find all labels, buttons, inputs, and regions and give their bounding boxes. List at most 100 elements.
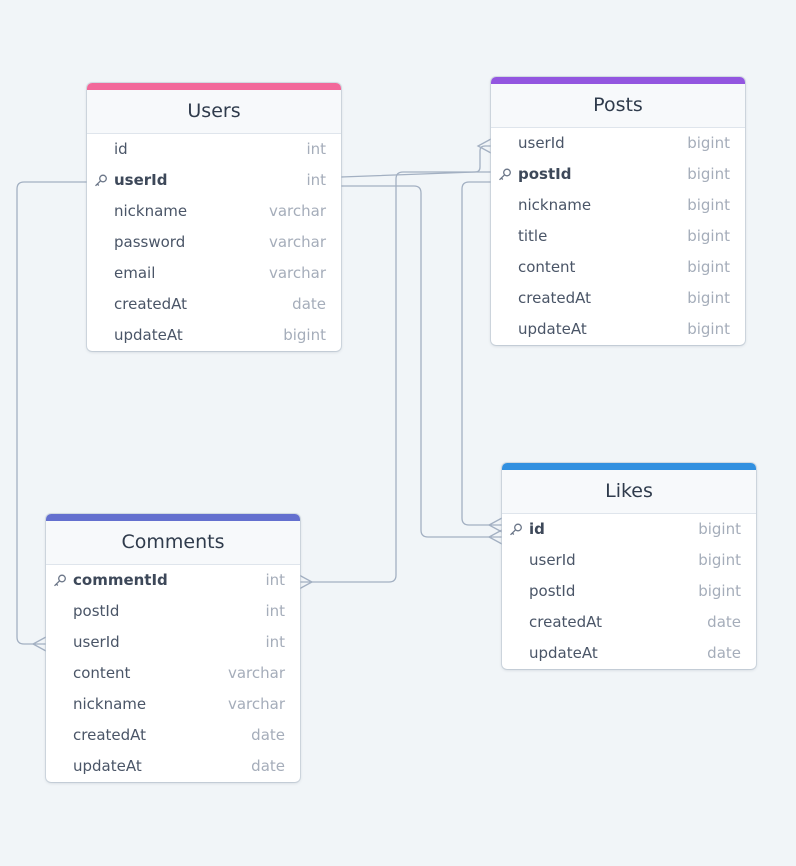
users-field-row[interactable]: id int [87,134,341,165]
field-name: updateAt [529,644,598,662]
field-type: varchar [268,233,326,251]
field-type: bigint [698,582,741,600]
field-type: bigint [687,320,730,338]
likes-field-row[interactable]: id bigint [502,514,756,545]
field-type: date [251,726,285,744]
field-name: createdAt [518,289,592,307]
field-type: date [292,295,326,313]
link-users-likes[interactable] [341,185,502,538]
field-type: varchar [227,695,285,713]
users-table-title[interactable]: Users [87,90,341,134]
field-name: userId [529,551,576,569]
key-icon [499,168,511,181]
likes-field-row[interactable]: updateAt date [502,638,756,669]
comments-field-row[interactable]: postId int [46,596,300,627]
comments-table-accent [46,514,300,521]
users-field-row[interactable]: userId int [87,165,341,196]
posts-table-accent [491,77,745,84]
comments-field-row[interactable]: userId int [46,627,300,658]
likes-field-row[interactable]: createdAt date [502,607,756,638]
field-name: createdAt [114,295,188,313]
field-name: nickname [73,695,147,713]
field-name: userId [73,633,120,651]
link-users-comments[interactable] [16,181,87,645]
field-name: content [518,258,576,276]
field-name: postId [73,602,120,620]
likes-table-accent [502,463,756,470]
field-name: createdAt [529,613,603,631]
crow-foot-icon [487,517,503,533]
posts-field-row[interactable]: nickname bigint [491,190,745,221]
field-type: int [265,602,285,620]
field-type: int [265,633,285,651]
users-table-accent [87,83,341,90]
field-type: bigint [687,289,730,307]
likes-field-row[interactable]: userId bigint [502,545,756,576]
link-posts-likes[interactable] [461,181,502,526]
field-type: bigint [687,196,730,214]
posts-field-row[interactable]: title bigint [491,221,745,252]
comments-field-row[interactable]: updateAt date [46,751,300,782]
field-name: title [518,227,548,245]
comments-table[interactable]: Comments commentId int postId int userId… [46,514,300,782]
crow-foot-icon [31,636,47,652]
users-field-row[interactable]: createdAt date [87,289,341,320]
field-name: nickname [114,202,188,220]
comments-field-row[interactable]: content varchar [46,658,300,689]
field-name: content [73,664,131,682]
field-type: bigint [283,326,326,344]
field-name: commentId [73,571,168,589]
users-field-row[interactable]: password varchar [87,227,341,258]
likes-table-title[interactable]: Likes [502,470,756,514]
users-field-row[interactable]: nickname varchar [87,196,341,227]
field-type: date [707,613,741,631]
field-name: password [114,233,186,251]
posts-field-row[interactable]: userId bigint [491,128,745,159]
field-type: bigint [698,520,741,538]
field-name: id [114,140,128,158]
key-icon [54,574,66,587]
posts-field-row[interactable]: content bigint [491,252,745,283]
field-name: updateAt [114,326,183,344]
field-name: userId [518,134,565,152]
comments-field-row[interactable]: commentId int [46,565,300,596]
comments-table-title[interactable]: Comments [46,521,300,565]
likes-field-row[interactable]: postId bigint [502,576,756,607]
field-name: nickname [518,196,592,214]
field-name: email [114,264,156,282]
key-icon [95,174,107,187]
posts-table[interactable]: Posts userId bigint postId bigint nickna… [491,77,745,345]
field-type: int [265,571,285,589]
field-type: date [707,644,741,662]
likes-table[interactable]: Likes id bigint userId bigint postId big… [502,463,756,669]
field-name: updateAt [518,320,587,338]
field-type: bigint [687,134,730,152]
field-name: updateAt [73,757,142,775]
posts-field-row[interactable]: createdAt bigint [491,283,745,314]
key-icon [510,523,522,536]
posts-field-row[interactable]: updateAt bigint [491,314,745,345]
comments-field-row[interactable]: createdAt date [46,720,300,751]
field-type: varchar [268,264,326,282]
crow-foot-icon [487,529,503,545]
crow-foot-icon [298,574,314,590]
field-type: int [306,171,326,189]
posts-table-title[interactable]: Posts [491,84,745,128]
users-field-row[interactable]: email varchar [87,258,341,289]
field-type: bigint [698,551,741,569]
users-table[interactable]: Users id int userId int nickname varchar… [87,83,341,351]
field-name: postId [529,582,576,600]
field-type: varchar [268,202,326,220]
field-type: bigint [687,227,730,245]
posts-field-row[interactable]: postId bigint [491,159,745,190]
field-type: bigint [687,258,730,276]
link-posts-comments[interactable] [299,171,491,583]
field-name: id [529,520,545,538]
field-name: postId [518,165,572,183]
field-type: varchar [227,664,285,682]
users-field-row[interactable]: updateAt bigint [87,320,341,351]
comments-field-row[interactable]: nickname varchar [46,689,300,720]
field-name: userId [114,171,168,189]
crow-foot-icon [476,138,492,154]
